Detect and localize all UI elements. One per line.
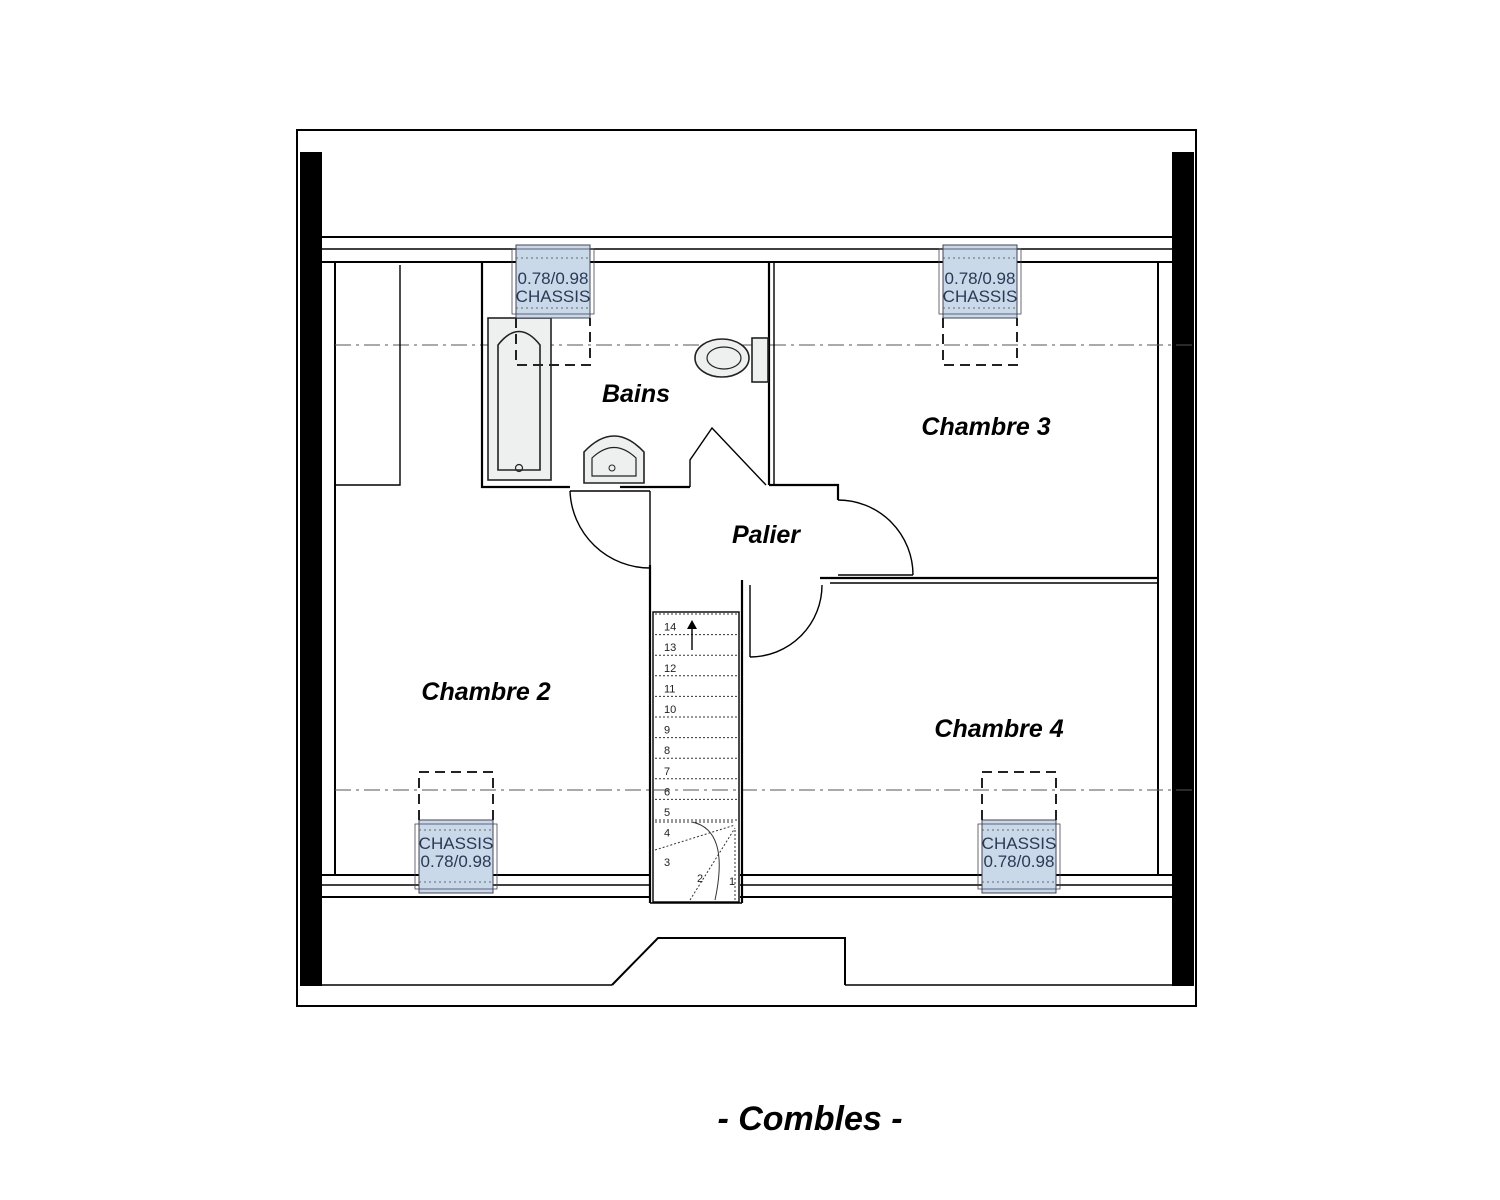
stair-winder-curve [691,821,720,901]
chambre3-bottom-wall [769,483,840,500]
bathtub-basin [497,330,541,471]
sink-basin [591,446,637,477]
bathroom-left-wall [480,262,570,489]
closet-bottom-wall [335,265,401,486]
toilet-bowl [694,338,750,378]
stair-step-number: 5 [664,807,670,819]
window-chambre3-size: 0.78/0.98 [945,269,1016,288]
room-label-chambre3: Chambre 3 [921,413,1050,441]
room-label-chambre4: Chambre 4 [934,715,1063,743]
chambre4-door-swing [749,584,823,658]
stair-step-number: 13 [664,642,676,654]
window-bains-label: CHASSIS [516,287,591,306]
room-label-palier: Palier [732,521,801,549]
window-chambre2: CHASSIS 0.78/0.98 [414,771,498,894]
stair-step-number: 2 [697,873,703,885]
stair-opening-outline [611,937,846,986]
plan-title: - Combles - [717,1100,902,1138]
stair-box [652,611,740,903]
stair-winder-tread [654,824,736,851]
stair-winder-tread [689,827,736,901]
stair-step-number: 9 [664,725,670,737]
window-chambre4: CHASSIS 0.78/0.98 [977,771,1061,894]
stair-step-number: 8 [664,745,670,757]
stair-arrow [687,620,697,629]
bathroom-door-swing [689,426,767,487]
left-gable-wall [300,152,322,986]
stair-step-number: 7 [664,766,670,778]
stair-step-number: 14 [664,622,676,634]
palier-door-right [837,499,914,576]
right-gable-wall [1172,152,1194,986]
sink [583,435,645,484]
window-chambre4-label: CHASSIS [982,834,1057,853]
outer-frame [296,129,1197,1007]
window-chambre3-label: CHASSIS [943,287,1018,306]
stair-step-number: 10 [664,704,676,716]
toilet-seat [706,346,742,370]
window-chambre3: 0.78/0.98 CHASSIS [938,244,1022,366]
window-chambre2-label: CHASSIS [419,834,494,853]
stair-step-number: 11 [664,683,675,695]
window-chambre4-size: 0.78/0.98 [984,852,1055,871]
stair-step-number: 6 [664,786,670,798]
window-bains: 0.78/0.98 CHASSIS [511,244,595,366]
stair-step-number: 1 [729,876,735,888]
room-label-chambre2: Chambre 2 [421,678,550,706]
bathtub-drain [514,463,524,473]
stair-step-number: 3 [664,857,670,869]
palier-door-left [569,490,651,569]
stair-step-number: 12 [664,663,676,675]
room-label-bains: Bains [602,380,670,408]
sink-drain [608,464,616,472]
window-chambre2-size: 0.78/0.98 [421,852,492,871]
stair-step-number: 4 [664,828,670,840]
window-bains-size: 0.78/0.98 [518,269,589,288]
toilet-tank [751,337,769,383]
